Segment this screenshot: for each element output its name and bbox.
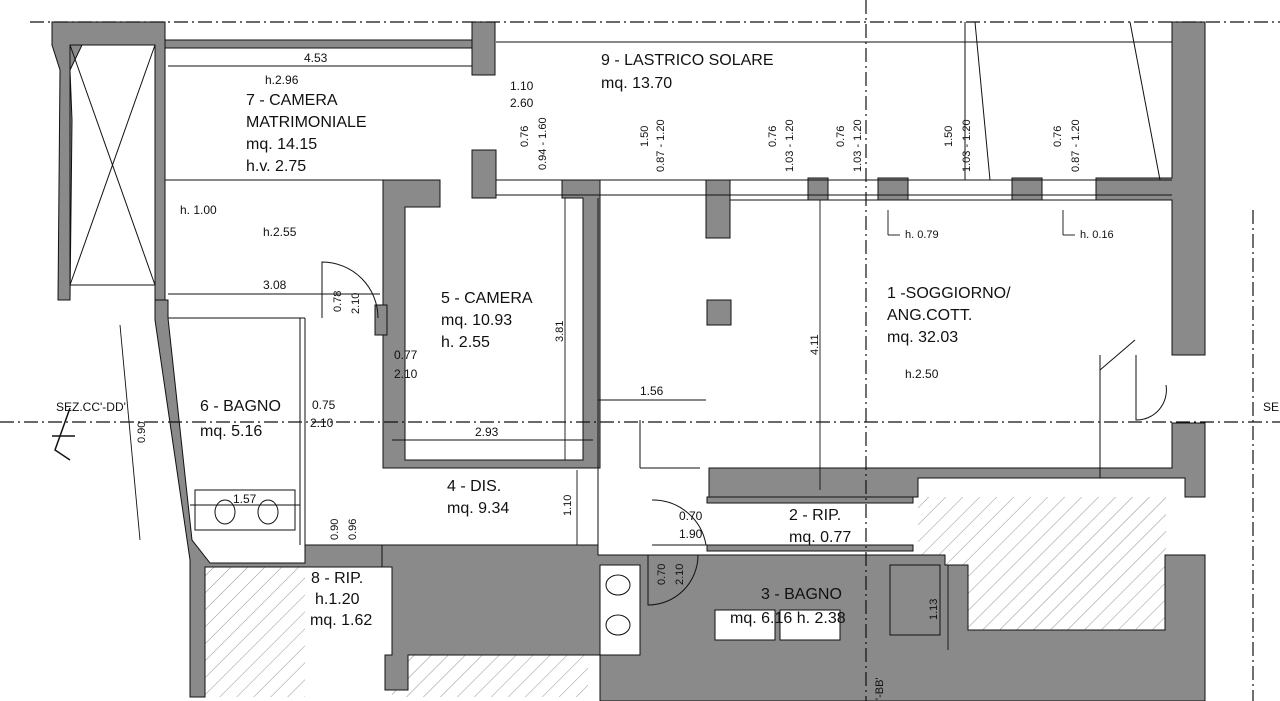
dim-1-56: 1.56 — [640, 384, 664, 398]
room-7-height-top: h.2.96 — [265, 73, 299, 87]
win-4-size: 0.76 — [835, 125, 847, 147]
room-2-area: mq. 0.77 — [789, 529, 852, 546]
dim-0-70-a: 0.70 — [679, 509, 703, 523]
dim-2-10-c: 2.10 — [350, 292, 362, 314]
win-5-size: 1.50 — [943, 125, 955, 147]
room-1-name: 1 -SOGGIORNO/ — [887, 285, 1011, 302]
room-6-area: mq. 5.16 — [200, 423, 263, 440]
dim-0-90: 0.90 — [329, 518, 341, 540]
dim-0-96: 0.96 — [347, 518, 359, 540]
interior-lines — [69, 21, 1172, 636]
dim-0-70-b: 0.70 — [656, 563, 668, 585]
dim-2-93: 2.93 — [475, 425, 499, 439]
room-5-name: 5 - CAMERA — [441, 290, 533, 307]
room-7-name-2: MATRIMONIALE — [246, 114, 367, 131]
door-swings — [321, 261, 1167, 606]
dim-1-10-top: 1.10 — [510, 79, 534, 93]
dim-0-77: 0.77 — [394, 348, 418, 362]
dim-2-10-d: 2.10 — [674, 563, 686, 585]
section-label-left: SEZ.CC'-DD' — [56, 400, 126, 414]
room-8-name: 8 - RIP. — [311, 570, 364, 587]
room-7-height-low: h.2.55 — [263, 225, 297, 239]
dim-2-10-a: 2.10 — [394, 367, 418, 381]
win-3-height: 1.03 - 1.20 — [784, 119, 796, 172]
room-6-name: 6 - BAGNO — [200, 398, 281, 415]
dim-0-78: 0.78 — [332, 290, 344, 312]
room-7-name: 7 - CAMERA — [246, 92, 338, 109]
room-8-area: mq. 1.62 — [310, 612, 373, 629]
room-9-area: mq. 13.70 — [601, 75, 673, 92]
dim-0-75: 0.75 — [312, 398, 336, 412]
win-4-height: 1.03 - 1.20 — [852, 119, 864, 172]
room-2-name: 2 - RIP. — [789, 507, 842, 524]
dim-1-13: 1.13 — [928, 598, 940, 620]
room-1-name-2: ANG.COTT. — [887, 307, 973, 324]
dim-1-10-dis: 1.10 — [562, 494, 574, 516]
bathroom-fixtures — [194, 489, 841, 656]
room-7-height: h.v. 2.75 — [246, 158, 307, 175]
dim-1-57: 1.57 — [233, 492, 257, 506]
hatched-area-left — [205, 567, 305, 697]
dim-4-11: 4.11 — [809, 334, 821, 355]
room-3-area: mq. 6.16 h. 2.38 — [730, 610, 846, 627]
h-0-16: h. 0.16 — [1080, 229, 1114, 241]
room-4-area: mq. 9.34 — [447, 500, 510, 517]
room-1-area: mq. 32.03 — [887, 329, 959, 346]
room-5-height: h. 2.55 — [441, 334, 490, 351]
room-5-area: mq. 10.93 — [441, 312, 513, 329]
room-1-height: h.2.50 — [905, 367, 939, 381]
win-5-height: 1.03 - 1.20 — [961, 119, 973, 172]
dim-1-90: 1.90 — [679, 527, 703, 541]
dim-3-81: 3.81 — [554, 320, 566, 342]
win-1-height: 0.94 - 1.60 — [537, 117, 549, 170]
room-3-name: 3 - BAGNO — [761, 586, 842, 603]
win-3-size: 0.76 — [767, 125, 779, 147]
win-2-height: 0.87 - 1.20 — [655, 119, 667, 172]
section-label-bottom: '-BB' — [874, 677, 886, 700]
win-2-size: 1.50 — [639, 125, 651, 147]
room-9-name: 9 - LASTRICO SOLARE — [601, 52, 774, 69]
dim-2-10-b: 2.10 — [310, 416, 334, 430]
dim-4-53: 4.53 — [304, 51, 328, 65]
win-1-size: 0.76 — [519, 125, 531, 147]
dim-2-60: 2.60 — [510, 96, 534, 110]
win-6-height: 0.87 - 1.20 — [1070, 119, 1082, 172]
dimension-lines — [119, 65, 1075, 650]
section-label-right: SE — [1263, 400, 1280, 414]
dim-0-90-side: 0.90 — [136, 421, 148, 443]
room-7-area: mq. 14.15 — [246, 136, 318, 153]
room-8-height: h.1.20 — [315, 591, 360, 608]
section-marker — [52, 407, 75, 461]
room-4-name: 4 - DIS. — [447, 478, 502, 495]
dim-3-08: 3.08 — [263, 278, 287, 292]
win-6-size: 0.76 — [1052, 125, 1064, 147]
h-0-79: h. 0.79 — [905, 229, 939, 241]
room-7-height-side: h. 1.00 — [180, 203, 217, 217]
